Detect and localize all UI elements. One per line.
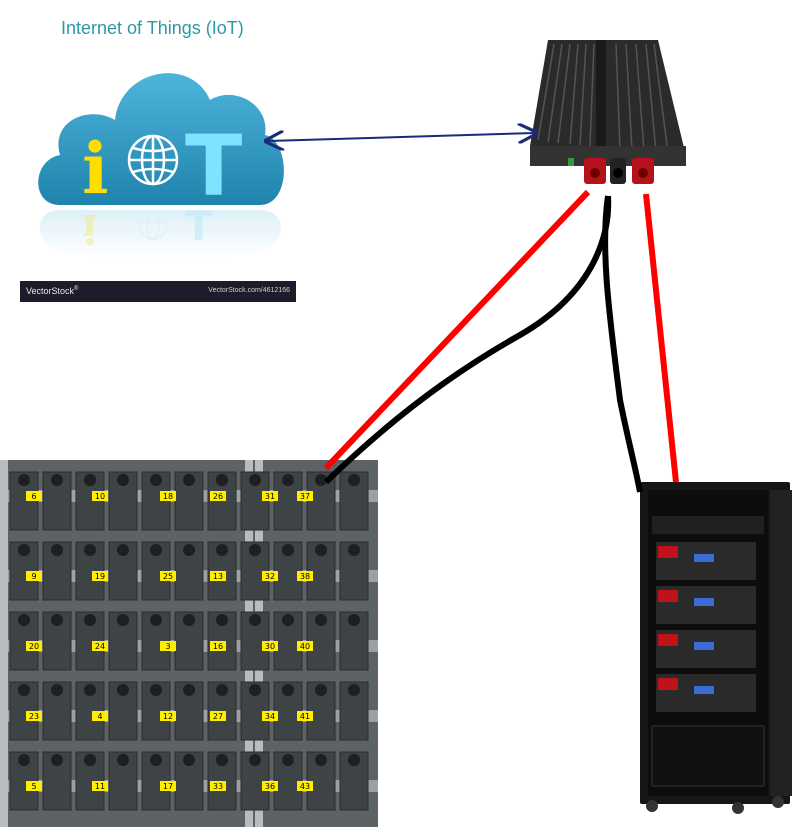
battery-label: 33: [213, 782, 223, 791]
battery-label-bg: [262, 491, 278, 501]
battery-label-bg: [160, 641, 176, 651]
battery-label: 17: [163, 782, 173, 791]
watermark-bar: VectorStock® VectorStock.com/4612166: [20, 281, 296, 302]
battery-label-bg: [297, 641, 313, 651]
watermark-id: VectorStock.com/4612166: [208, 287, 290, 294]
battery-label-bg: [297, 491, 313, 501]
battery-label: 36: [265, 782, 275, 791]
battery-label-bg: [210, 641, 226, 651]
battery-label: 6: [31, 492, 36, 501]
battery-label: 40: [300, 642, 310, 651]
battery-label: 41: [300, 712, 310, 721]
battery-label: 34: [265, 712, 275, 721]
iot-letter-i: i: [82, 127, 109, 210]
battery-label: 5: [31, 782, 36, 791]
battery-label-bg: [92, 491, 108, 501]
battery-label-bg: [92, 781, 108, 791]
battery-label: 26: [213, 492, 223, 501]
battery-label: 23: [29, 712, 39, 721]
battery-label-bg: [210, 571, 226, 581]
iot-link-arrow: [268, 133, 534, 141]
battery-label: 25: [163, 572, 173, 581]
battery-label: 20: [29, 642, 39, 651]
battery-label-bg: [297, 711, 313, 721]
battery-label: 37: [300, 492, 310, 501]
battery-label-bg: [160, 781, 176, 791]
battery-label-bg: [26, 781, 42, 791]
battery-module-4: [656, 674, 756, 712]
battery-label-bg: [262, 641, 278, 651]
red-wire-to-batteries: [323, 189, 591, 471]
battery-label-bg: [160, 491, 176, 501]
battery-module-3: [656, 630, 756, 668]
battery-label-bg: [262, 781, 278, 791]
svg-text:T: T: [185, 204, 213, 250]
battery-label-bg: [26, 571, 42, 581]
battery-label: 27: [213, 712, 223, 721]
cloud-icon: i i T T: [38, 73, 284, 259]
battery-label-bg: [92, 711, 108, 721]
battery-label: 19: [95, 572, 105, 581]
battery-label: 9: [31, 572, 36, 581]
battery-label: 4: [97, 712, 102, 721]
battery-label-bg: [26, 711, 42, 721]
battery-label: 43: [300, 782, 310, 791]
battery-label: 13: [213, 572, 223, 581]
battery-label: 24: [95, 642, 105, 651]
battery-label-bg: [210, 491, 226, 501]
battery-label: 30: [265, 642, 275, 651]
iot-letter-t: T: [185, 117, 242, 215]
iot-cloud-panel: Internet of Things (IoT) i i: [20, 0, 296, 302]
battery-label-bg: [92, 571, 108, 581]
battery-label-bg: [262, 711, 278, 721]
server-rack-photo: [640, 482, 792, 814]
battery-module-2: [656, 586, 756, 624]
battery-label: 38: [300, 572, 310, 581]
battery-label-bg: [26, 641, 42, 651]
battery-label-bg: [262, 571, 278, 581]
battery-label-bg: [297, 781, 313, 791]
black-wire-to-batteries: [323, 195, 612, 485]
heatsink-controller: [530, 40, 686, 184]
battery-label: 3: [165, 642, 170, 651]
battery-label: 32: [265, 572, 275, 581]
battery-label-bg: [210, 711, 226, 721]
battery-label: 12: [163, 712, 173, 721]
battery-label: 16: [213, 642, 223, 651]
battery-label-bg: [210, 781, 226, 791]
iot-title: Internet of Things (IoT): [61, 18, 244, 38]
battery-label: 18: [163, 492, 173, 501]
battery-bank-photo: 6 9 20 23 5 10 19 24 4 11 18 25 3 12 17 26 13 16 27 33 31 32 3…: [0, 460, 378, 827]
battery-label-bg: [297, 571, 313, 581]
svg-text:i: i: [82, 205, 97, 252]
battery-module-1: [656, 542, 756, 580]
battery-label-bg: [92, 641, 108, 651]
battery-label: 11: [95, 782, 105, 791]
globe-icon: [127, 134, 179, 186]
battery-label: 31: [265, 492, 275, 501]
battery-label: 10: [95, 492, 105, 501]
battery-label-bg: [160, 571, 176, 581]
black-wire-to-rack: [602, 195, 643, 493]
battery-label-bg: [26, 491, 42, 501]
watermark-brand: VectorStock®: [26, 286, 79, 296]
red-wire-to-rack: [643, 193, 679, 483]
battery-label-bg: [160, 711, 176, 721]
